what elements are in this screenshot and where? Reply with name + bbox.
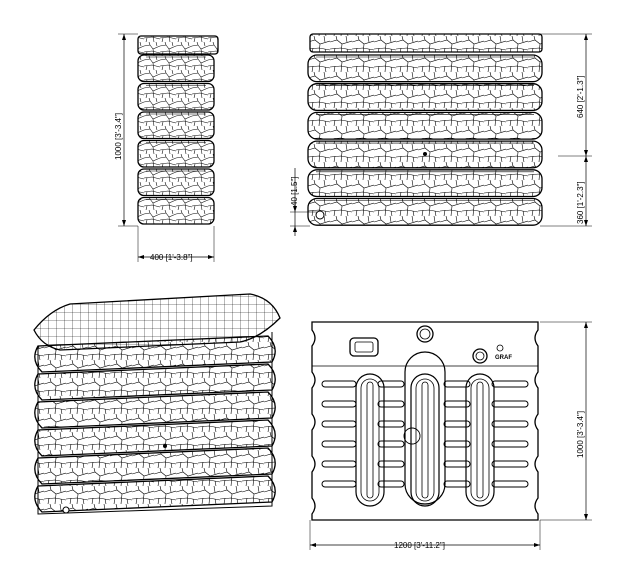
back-rib — [491, 440, 529, 448]
back-rect-port-inner — [354, 341, 374, 353]
back-loop-rod — [366, 381, 374, 499]
back-loop-rod — [421, 381, 429, 499]
isometric-view — [33, 293, 281, 515]
outlet-circle — [315, 210, 325, 220]
back-loop — [465, 373, 495, 507]
front-row — [307, 169, 543, 198]
front-upper-label: 640 [2'-1.3"] — [576, 75, 585, 118]
back-loop — [355, 373, 385, 507]
front-right-dimensions: 640 [2'-1.3"] 360 [1'-2.3"] — [540, 33, 592, 227]
back-rib — [321, 420, 357, 428]
back-rib — [377, 420, 405, 428]
back-center-boss — [403, 427, 421, 445]
front-row — [307, 54, 543, 83]
back-rib — [491, 460, 529, 468]
side-row — [137, 196, 215, 225]
back-rib — [377, 460, 405, 468]
front-row — [307, 111, 543, 140]
outlet-height-dimension: 40 [1.5"] — [290, 168, 318, 236]
back-width-dimension: 1200 [3'-11.2"] — [309, 520, 541, 550]
back-rib — [491, 400, 529, 408]
back-loop — [410, 373, 440, 507]
outlet-height-label: 40 [1.5"] — [290, 176, 299, 206]
back-rib — [443, 460, 471, 468]
back-rib — [491, 420, 529, 428]
back-rib — [491, 380, 529, 388]
back-rib — [377, 440, 405, 448]
back-rib — [377, 480, 405, 488]
side-row — [137, 111, 215, 140]
back-top-port-inner — [419, 328, 431, 340]
front-view — [307, 33, 543, 226]
back-rib — [443, 400, 471, 408]
back-view — [311, 321, 539, 521]
back-loop-inner — [470, 378, 490, 502]
back-rib — [321, 460, 357, 468]
back-rib — [321, 400, 357, 408]
side-row — [137, 54, 215, 83]
back-height-dimension: 1000 [3'-3.4"] — [540, 321, 592, 521]
side-width-label: 400 [1'-3.8"] — [150, 253, 193, 262]
back-rib — [377, 400, 405, 408]
overflow-point — [423, 152, 427, 156]
back-loop-rod — [476, 381, 484, 499]
back-rib — [491, 480, 529, 488]
side-lid — [137, 35, 219, 55]
back-rib — [377, 380, 405, 388]
graf-logo: GRAF — [495, 344, 512, 361]
back-rib — [321, 440, 357, 448]
side-row — [137, 139, 215, 168]
back-height-label: 1000 [3'-3.4"] — [576, 411, 585, 458]
side-view — [137, 35, 219, 225]
back-rib — [443, 420, 471, 428]
back-rib — [321, 480, 357, 488]
back-rib — [443, 480, 471, 488]
iso-outlet — [62, 506, 70, 514]
front-lower-label: 360 [1'-2.3"] — [576, 181, 585, 224]
side-width-dimension: 400 [1'-3.8"] — [137, 226, 215, 262]
back-width-label: 1200 [3'-11.2"] — [394, 541, 445, 550]
back-rib — [443, 440, 471, 448]
back-rib — [321, 380, 357, 388]
front-row — [307, 197, 543, 226]
back-loop-inner — [415, 378, 435, 502]
front-row — [307, 83, 543, 112]
front-lid — [309, 33, 543, 53]
back-side-port-inner — [475, 351, 485, 361]
back-rib — [443, 380, 471, 388]
back-center-loop — [404, 351, 446, 505]
iso-outline — [37, 332, 273, 515]
logo-text: GRAF — [495, 355, 512, 361]
back-loop-inner — [360, 378, 380, 502]
iso-point — [163, 444, 167, 448]
side-row — [137, 82, 215, 111]
side-row — [137, 168, 215, 197]
side-height-dimension: 1000 [3'-3.4"] — [114, 33, 138, 227]
side-height-label: 1000 [3'-3.4"] — [114, 113, 123, 160]
